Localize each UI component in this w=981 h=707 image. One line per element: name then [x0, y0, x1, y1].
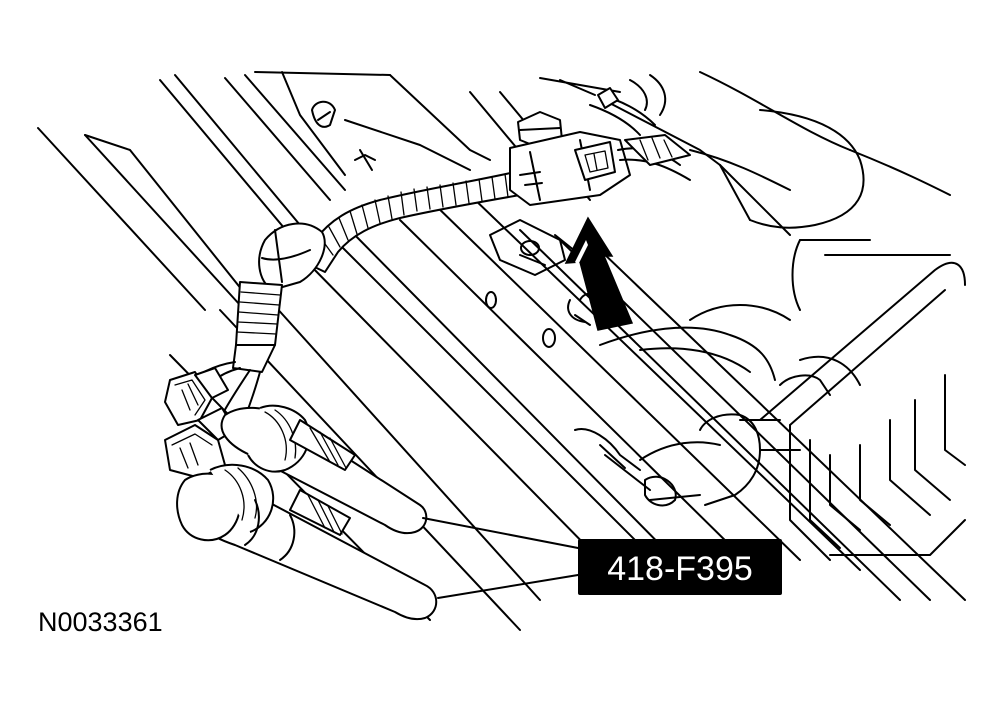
callout-label: 418-F395	[578, 539, 782, 595]
wiring-harness	[184, 171, 521, 426]
lower-connectors	[164, 367, 236, 479]
steering-column	[169, 194, 966, 631]
removal-arrow	[564, 216, 634, 331]
callout-leaders	[422, 517, 579, 599]
callout-text: 418-F395	[607, 550, 753, 588]
figure-id: N0033361	[38, 607, 163, 637]
right-frame	[759, 261, 966, 561]
electrical-connector	[509, 74, 691, 206]
special-tool-418-F395	[176, 404, 438, 621]
callout-box	[578, 539, 782, 595]
